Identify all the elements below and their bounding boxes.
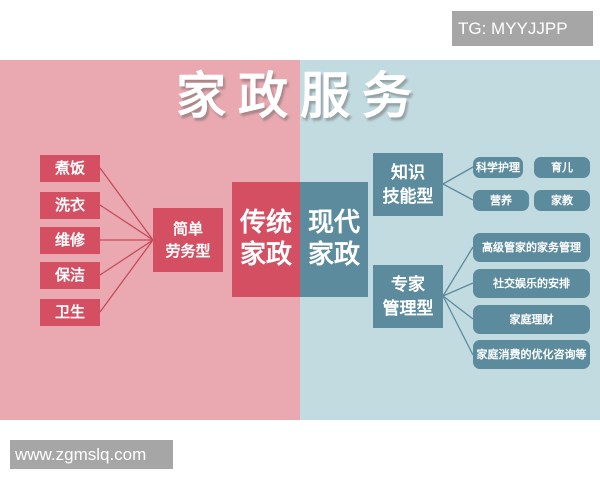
modern-label-line1: 现代 — [307, 208, 360, 238]
skill-item-childcare: 育儿 — [534, 157, 590, 178]
diagram-title: 家政服务 — [176, 67, 424, 125]
management-item-household: 高级管家的家务管理 — [473, 233, 590, 262]
traditional-item-repair: 维修 — [40, 227, 100, 254]
traditional-item-hygiene: 卫生 — [40, 299, 100, 326]
traditional-label-line1: 传统 — [239, 208, 292, 238]
traditional-housekeeping-box: 传统 家政 — [232, 182, 300, 297]
modern-housekeeping-box: 现代 家政 — [300, 182, 368, 297]
simple-labor-line2: 劳务型 — [165, 242, 211, 260]
expert-management-line1: 专家 — [391, 275, 425, 295]
simple-labor-line1: 简单 — [172, 220, 203, 238]
expert-management-line2: 管理型 — [382, 299, 434, 319]
skill-item-nutrition: 营养 — [473, 190, 529, 211]
expert-management-category: 专家 管理型 — [373, 265, 443, 328]
knowledge-skill-category: 知识 技能型 — [373, 153, 443, 216]
knowledge-skill-line1: 知识 — [391, 163, 425, 183]
knowledge-skill-line2: 技能型 — [382, 187, 434, 207]
simple-labor-category: 简单 劳务型 — [153, 208, 223, 272]
modern-label-line2: 家政 — [307, 240, 360, 270]
traditional-item-cooking: 煮饭 — [40, 155, 100, 182]
skill-item-nursing: 科学护理 — [473, 157, 523, 178]
watermark-top: TG: MYYJJPP — [452, 11, 593, 46]
management-item-social: 社交娱乐的安排 — [473, 269, 590, 298]
traditional-label-line2: 家政 — [239, 240, 292, 270]
management-item-consumption: 家庭消费的优化咨询等 — [473, 340, 590, 369]
skill-item-tutoring: 家教 — [534, 190, 590, 211]
traditional-item-cleaning: 保洁 — [40, 262, 100, 289]
management-item-finance: 家庭理财 — [473, 305, 590, 334]
traditional-item-laundry: 洗衣 — [40, 192, 100, 219]
watermark-bottom: www.zgmslq.com — [10, 440, 173, 469]
